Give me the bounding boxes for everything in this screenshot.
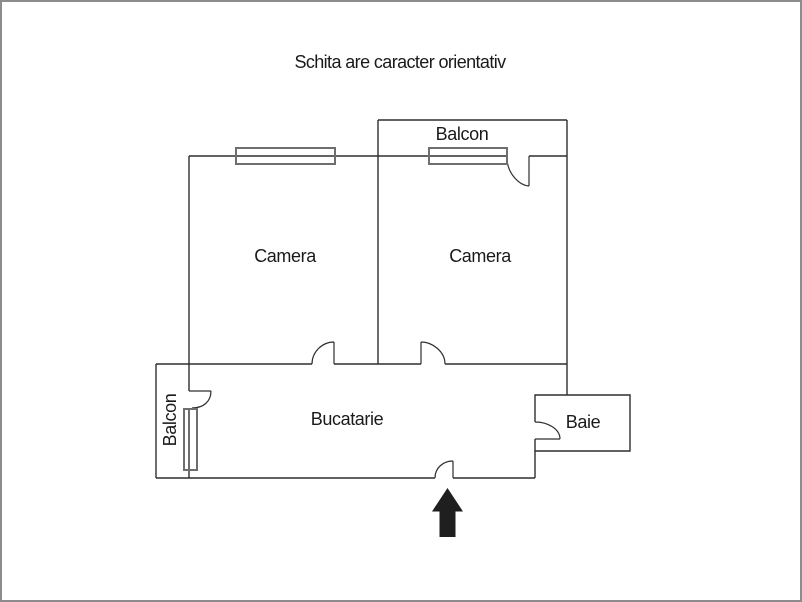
room-label-camera-left: Camera [254, 246, 317, 266]
door-balcon-left [189, 390, 212, 409]
page-title: Schita are caracter orientativ [294, 52, 506, 72]
wall-baie-box [534, 394, 631, 452]
door-baie [534, 421, 561, 440]
room-label-balcon-top: Balcon [436, 124, 489, 144]
room-label-balcon-left: Balcon [160, 394, 180, 447]
door-camera-right [420, 341, 446, 365]
window-balcon-left [183, 408, 198, 471]
window-camera-right [428, 147, 508, 165]
room-label-camera-right: Camera [449, 246, 512, 266]
room-label-baie: Baie [566, 412, 601, 432]
door-camera-left [311, 341, 335, 365]
window-camera-left [235, 147, 336, 165]
windows [183, 147, 508, 471]
room-label-bucatarie: Bucatarie [311, 409, 384, 429]
doors [189, 156, 561, 479]
walls [155, 119, 631, 479]
door-balcon-top [506, 156, 530, 187]
door-entrance [434, 460, 454, 479]
entrance-arrow-icon [432, 488, 463, 537]
